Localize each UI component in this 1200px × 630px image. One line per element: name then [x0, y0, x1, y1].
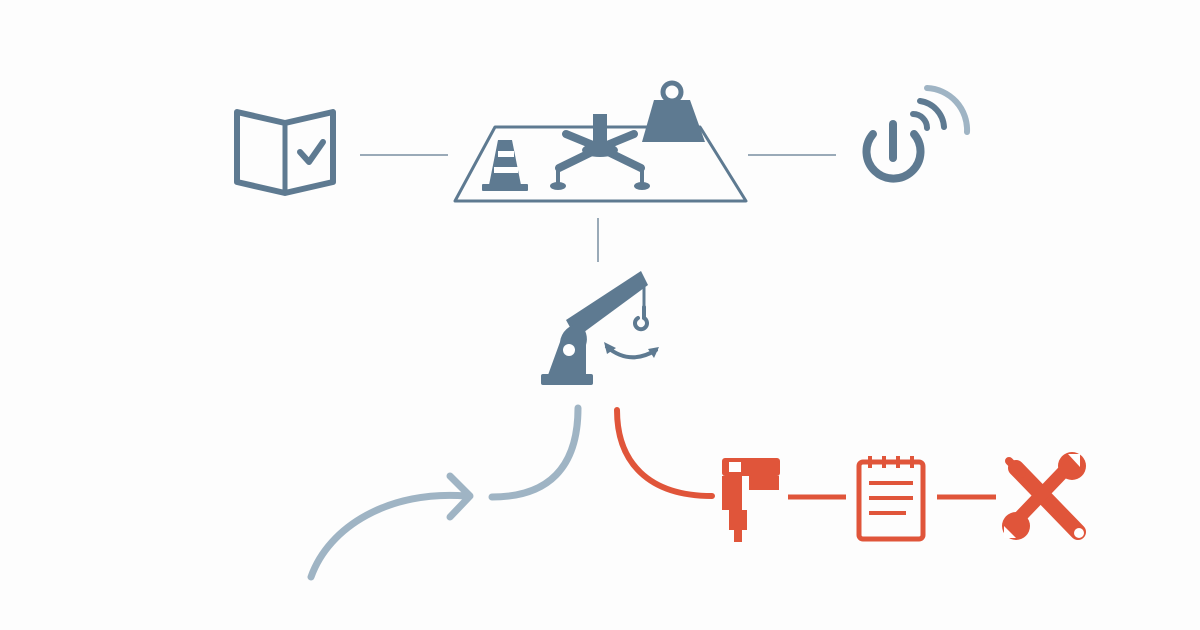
wrench-screwdriver-icon [1002, 452, 1086, 540]
checklist-icon [856, 456, 926, 542]
caliper-icon [722, 458, 780, 542]
traffic-cone-icon [482, 140, 528, 191]
crane-arm-icon [541, 271, 659, 385]
platform-outline [453, 125, 748, 203]
manual-check-icon [234, 109, 336, 196]
outrigger-stand-icon [550, 114, 650, 190]
weight-icon [642, 80, 705, 142]
maintenance-branch [614, 407, 996, 500]
return-loop-arrow [307, 404, 582, 581]
arrow-head [446, 472, 474, 521]
power-wireless-icon [862, 85, 971, 183]
site-setup-icon [453, 80, 748, 203]
